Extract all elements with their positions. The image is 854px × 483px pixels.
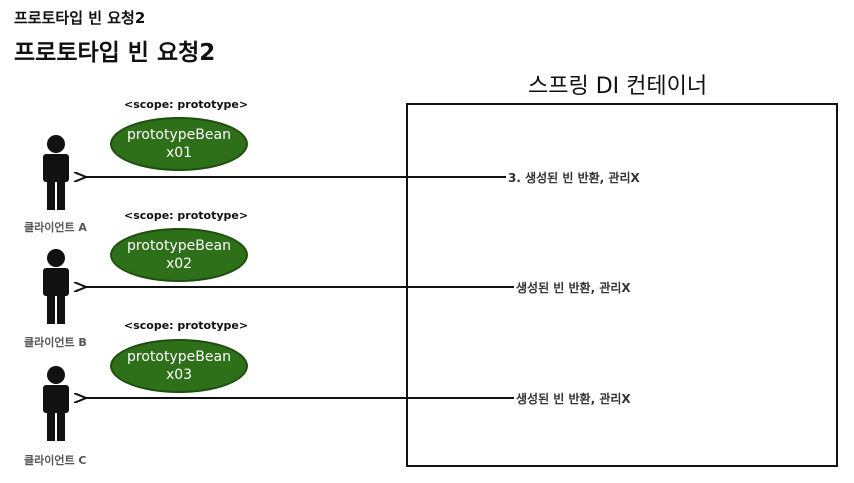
spring-container-box bbox=[406, 103, 838, 467]
bean-name: prototypeBean bbox=[127, 127, 231, 143]
person-icon bbox=[43, 135, 69, 210]
bean-id: x03 bbox=[165, 367, 193, 383]
person-icon bbox=[43, 366, 69, 441]
bean-id: x02 bbox=[165, 256, 193, 272]
scope-label: <scope: prototype> bbox=[124, 209, 249, 222]
prototype-bean-node: prototypeBean x02 bbox=[110, 228, 248, 282]
arrow-label: 생성된 빈 반환, 관리X bbox=[514, 279, 633, 296]
person-icon bbox=[43, 249, 69, 324]
prototype-bean-node: prototypeBean x01 bbox=[110, 117, 248, 171]
page-subtitle: 프로토타입 빈 요청2 bbox=[14, 9, 146, 27]
arrow-label: 3. 생성된 빈 반환, 관리X bbox=[506, 169, 642, 186]
arrow-label: 생성된 빈 반환, 관리X bbox=[514, 390, 633, 407]
bean-id: x01 bbox=[165, 145, 193, 161]
client-label: 클라이언트 C bbox=[24, 454, 87, 467]
client-label: 클라이언트 A bbox=[24, 221, 87, 234]
client-label: 클라이언트 B bbox=[24, 336, 87, 349]
prototype-bean-node: prototypeBean x03 bbox=[110, 339, 248, 393]
container-title: 스프링 DI 컨테이너 bbox=[528, 74, 708, 99]
page-title: 프로토타입 빈 요청2 bbox=[14, 40, 216, 66]
scope-label: <scope: prototype> bbox=[124, 98, 249, 111]
bean-name: prototypeBean bbox=[127, 238, 231, 254]
bean-name: prototypeBean bbox=[127, 349, 231, 365]
scope-label: <scope: prototype> bbox=[124, 319, 249, 332]
